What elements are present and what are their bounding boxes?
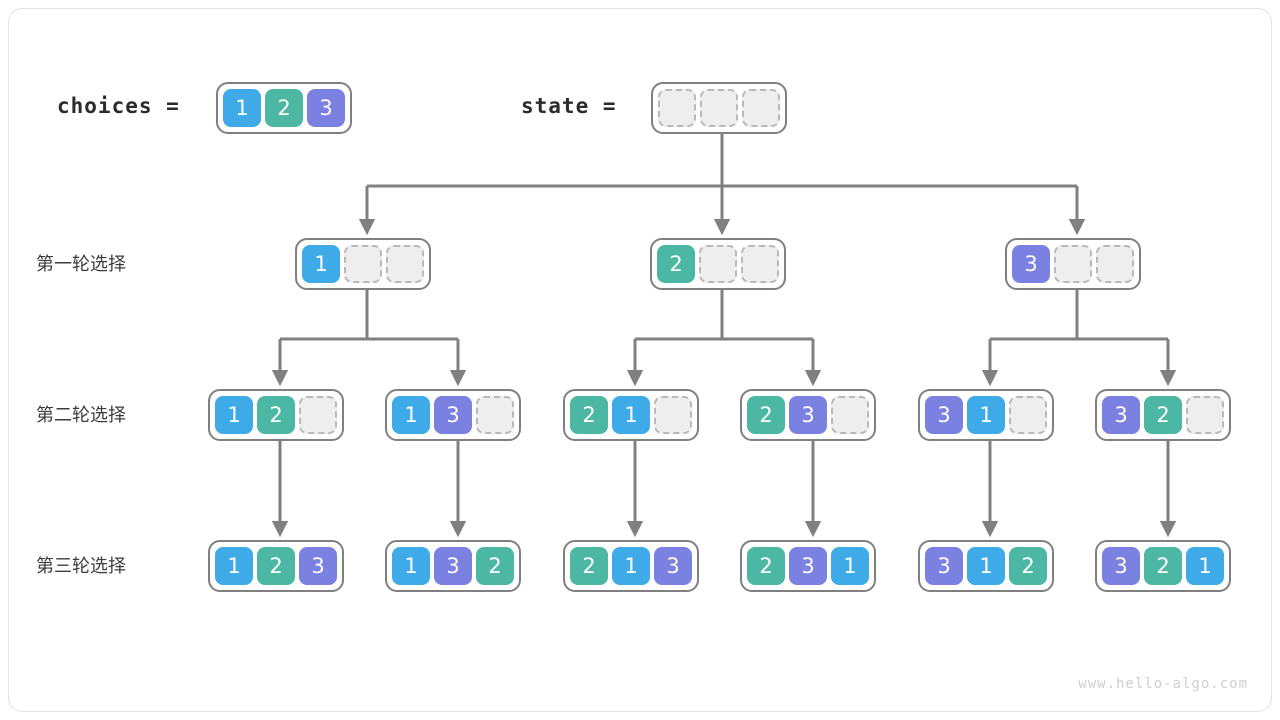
array-cell: 1: [392, 396, 430, 434]
array-cell: 2: [265, 89, 303, 127]
array-cell: 1: [831, 547, 869, 585]
array-cell: 3: [299, 547, 337, 585]
row-label-round-1: 第一轮选择: [36, 254, 126, 275]
array-cell: 2: [257, 547, 295, 585]
array-cell: 2: [570, 547, 608, 585]
array-cell: 2: [476, 547, 514, 585]
array-cell: 2: [747, 547, 785, 585]
array-cell: 2: [570, 396, 608, 434]
array-cell-empty: [654, 396, 692, 434]
array-cell-empty: [1054, 245, 1092, 283]
array-cell: 3: [1102, 396, 1140, 434]
array-cell: 1: [392, 547, 430, 585]
row-label-round-2: 第二轮选择: [36, 405, 126, 426]
array-cell: 2: [257, 396, 295, 434]
array-cell-empty: [1009, 396, 1047, 434]
array-cell: 3: [1102, 547, 1140, 585]
array-cell: 3: [925, 396, 963, 434]
row-label-round-3: 第三轮选择: [36, 556, 126, 577]
array-cell-empty: [386, 245, 424, 283]
state-label: state =: [521, 94, 617, 118]
array-cell: 1: [967, 547, 1005, 585]
array-cell: 1: [967, 396, 1005, 434]
state-node-1: 1: [295, 238, 431, 290]
choices-label: choices =: [57, 94, 180, 118]
array-cell: 2: [1009, 547, 1047, 585]
array-cell-empty: [699, 245, 737, 283]
watermark: www.hello-algo.com: [1078, 676, 1248, 692]
array-cell: 3: [789, 547, 827, 585]
array-cell-empty: [1096, 245, 1134, 283]
array-cell: 1: [612, 396, 650, 434]
array-cell: 3: [654, 547, 692, 585]
array-cell: 3: [307, 89, 345, 127]
array-cell: 3: [1012, 245, 1050, 283]
array-cell: 1: [223, 89, 261, 127]
array-cell: 2: [1144, 547, 1182, 585]
array-cell: 1: [215, 547, 253, 585]
array-cell: 3: [434, 547, 472, 585]
array-cell-empty: [658, 89, 696, 127]
state-array: [651, 82, 787, 134]
array-cell-empty: [831, 396, 869, 434]
array-cell-empty: [476, 396, 514, 434]
array-cell-empty: [344, 245, 382, 283]
array-cell-empty: [741, 245, 779, 283]
array-cell: 3: [789, 396, 827, 434]
array-cell-empty: [742, 89, 780, 127]
array-cell: 1: [612, 547, 650, 585]
array-cell: 1: [215, 396, 253, 434]
array-cell-empty: [700, 89, 738, 127]
array-cell: 2: [657, 245, 695, 283]
array-cell: 2: [747, 396, 785, 434]
state-node-2: 2: [650, 238, 786, 290]
state-node-3: 3: [1005, 238, 1141, 290]
array-cell: 3: [434, 396, 472, 434]
array-cell: 3: [925, 547, 963, 585]
array-cell-empty: [1186, 396, 1224, 434]
array-cell: 1: [1186, 547, 1224, 585]
array-cell-empty: [299, 396, 337, 434]
array-cell: 1: [302, 245, 340, 283]
array-cell: 2: [1144, 396, 1182, 434]
